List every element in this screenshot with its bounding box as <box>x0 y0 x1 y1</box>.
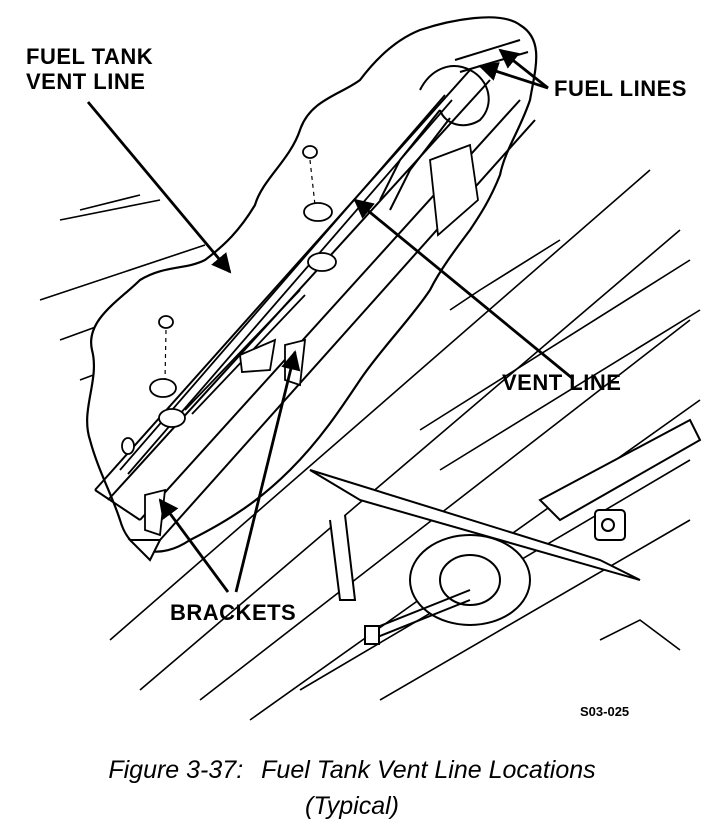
caption-label: Figure 3-37: <box>108 756 244 784</box>
caption-title: Fuel Tank Vent Line Locations <box>261 756 596 784</box>
callout-leaders <box>86 48 573 593</box>
figure-caption: Figure 3-37: Fuel Tank Vent Line Location… <box>0 756 704 785</box>
underbody-components <box>309 418 702 645</box>
fuel-tank-vent-line-illustration <box>39 16 702 721</box>
fuel-lines-drawing <box>379 39 529 211</box>
callout-fuel-tank-vent-line-1: FUEL TANK <box>26 44 154 69</box>
screw-guides <box>164 159 316 381</box>
callout-fuel-tank-vent-line: FUEL TANK VENT LINE <box>26 44 153 94</box>
chassis-background <box>39 169 701 721</box>
callout-vent-line: VENT LINE <box>502 370 622 395</box>
figure-number: S03-025 <box>580 704 630 719</box>
callout-brackets: BRACKETS <box>170 600 297 625</box>
figure-caption-note: (Typical) <box>305 792 399 820</box>
callout-fuel-tank-vent-line-2: VENT LINE <box>26 69 146 94</box>
callout-fuel-lines: FUEL LINES <box>554 76 687 101</box>
vent-line-clips <box>121 145 337 455</box>
